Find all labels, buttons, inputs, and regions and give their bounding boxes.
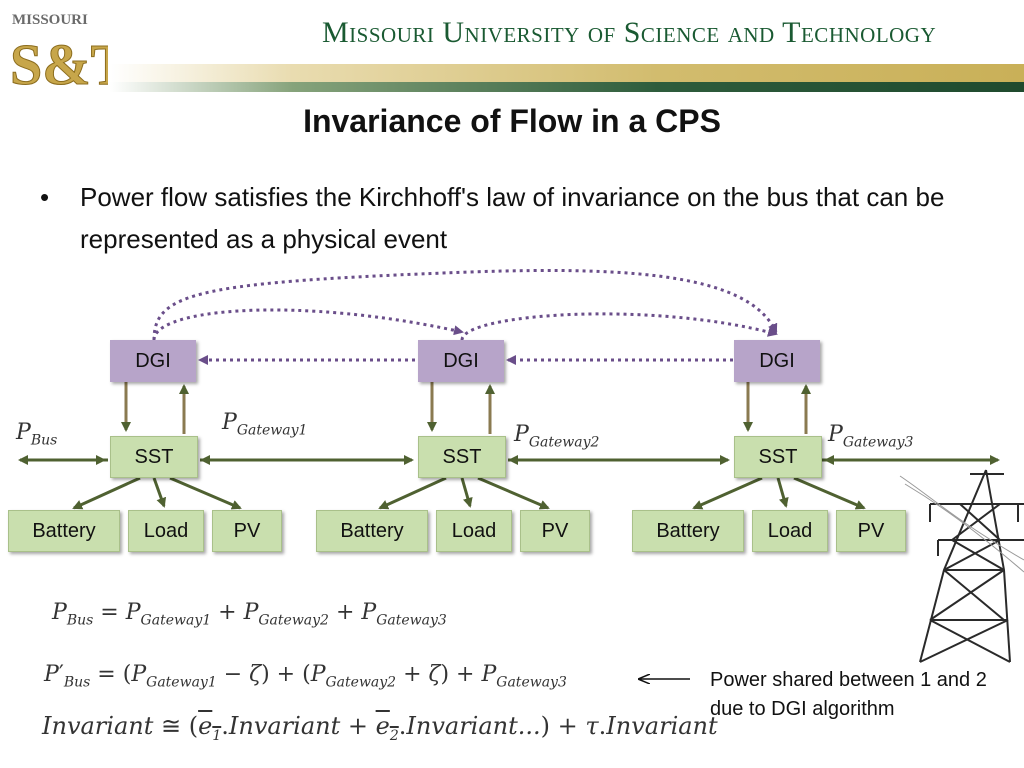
gateway1-power-label: PGateway1 xyxy=(222,410,308,439)
sst-leaf-links xyxy=(72,476,866,510)
gateway3-power-label: PGateway3 xyxy=(828,422,914,451)
power-transmission-tower-icon xyxy=(899,469,1024,663)
slide-title: Invariance of Flow in a CPS xyxy=(303,103,721,139)
battery-box-2: Battery xyxy=(316,510,428,552)
dgi-communication-links xyxy=(152,268,778,365)
header: MISSOURI S&T Missouri University of Scie… xyxy=(0,0,1024,100)
bus-power-label: PBus xyxy=(16,420,58,449)
sst-box-2: SST xyxy=(418,436,506,478)
svg-text:S&T: S&T xyxy=(10,32,108,94)
sst-box-3: SST xyxy=(734,436,822,478)
load-box-3: Load xyxy=(752,510,828,552)
load-box-2: Load xyxy=(436,510,512,552)
dgi-box-2: DGI xyxy=(418,340,504,382)
header-green-band xyxy=(110,82,1024,92)
pv-box-1: PV xyxy=(212,510,282,552)
gateway2-power-label: PGateway2 xyxy=(514,422,600,451)
sst-box-1: SST xyxy=(110,436,198,478)
equation-invariant: Invariant ≅ (e1.Invariant + e2.Invariant… xyxy=(42,712,718,744)
annotation-note: Power shared between 1 and 2 due to DGI … xyxy=(710,669,987,720)
bullet-dot-icon: • xyxy=(40,182,50,212)
svg-text:MISSOURI: MISSOURI xyxy=(12,12,88,28)
battery-box-1: Battery xyxy=(8,510,120,552)
university-name: Missouri University of Science and Techn… xyxy=(322,16,937,49)
pv-box-2: PV xyxy=(520,510,590,552)
dgi-box-3: DGI xyxy=(734,340,820,382)
dgi-box-1: DGI xyxy=(110,340,196,382)
pv-box-3: PV xyxy=(836,510,906,552)
dgi-sst-links xyxy=(121,382,811,434)
equation-bus-sum: PBus = PGateway1 + PGateway2 + PGateway3 xyxy=(52,600,447,629)
bullet-text: Power flow satisfies the Kirchhoff's law… xyxy=(80,182,945,254)
load-box-1: Load xyxy=(128,510,204,552)
equation-shared-power: P′Bus = (PGateway1 − ζ) + (PGateway2 + ζ… xyxy=(44,662,567,691)
battery-box-3: Battery xyxy=(632,510,744,552)
university-logo-icon: MISSOURI S&T xyxy=(10,12,109,94)
header-gold-band xyxy=(110,64,1024,82)
